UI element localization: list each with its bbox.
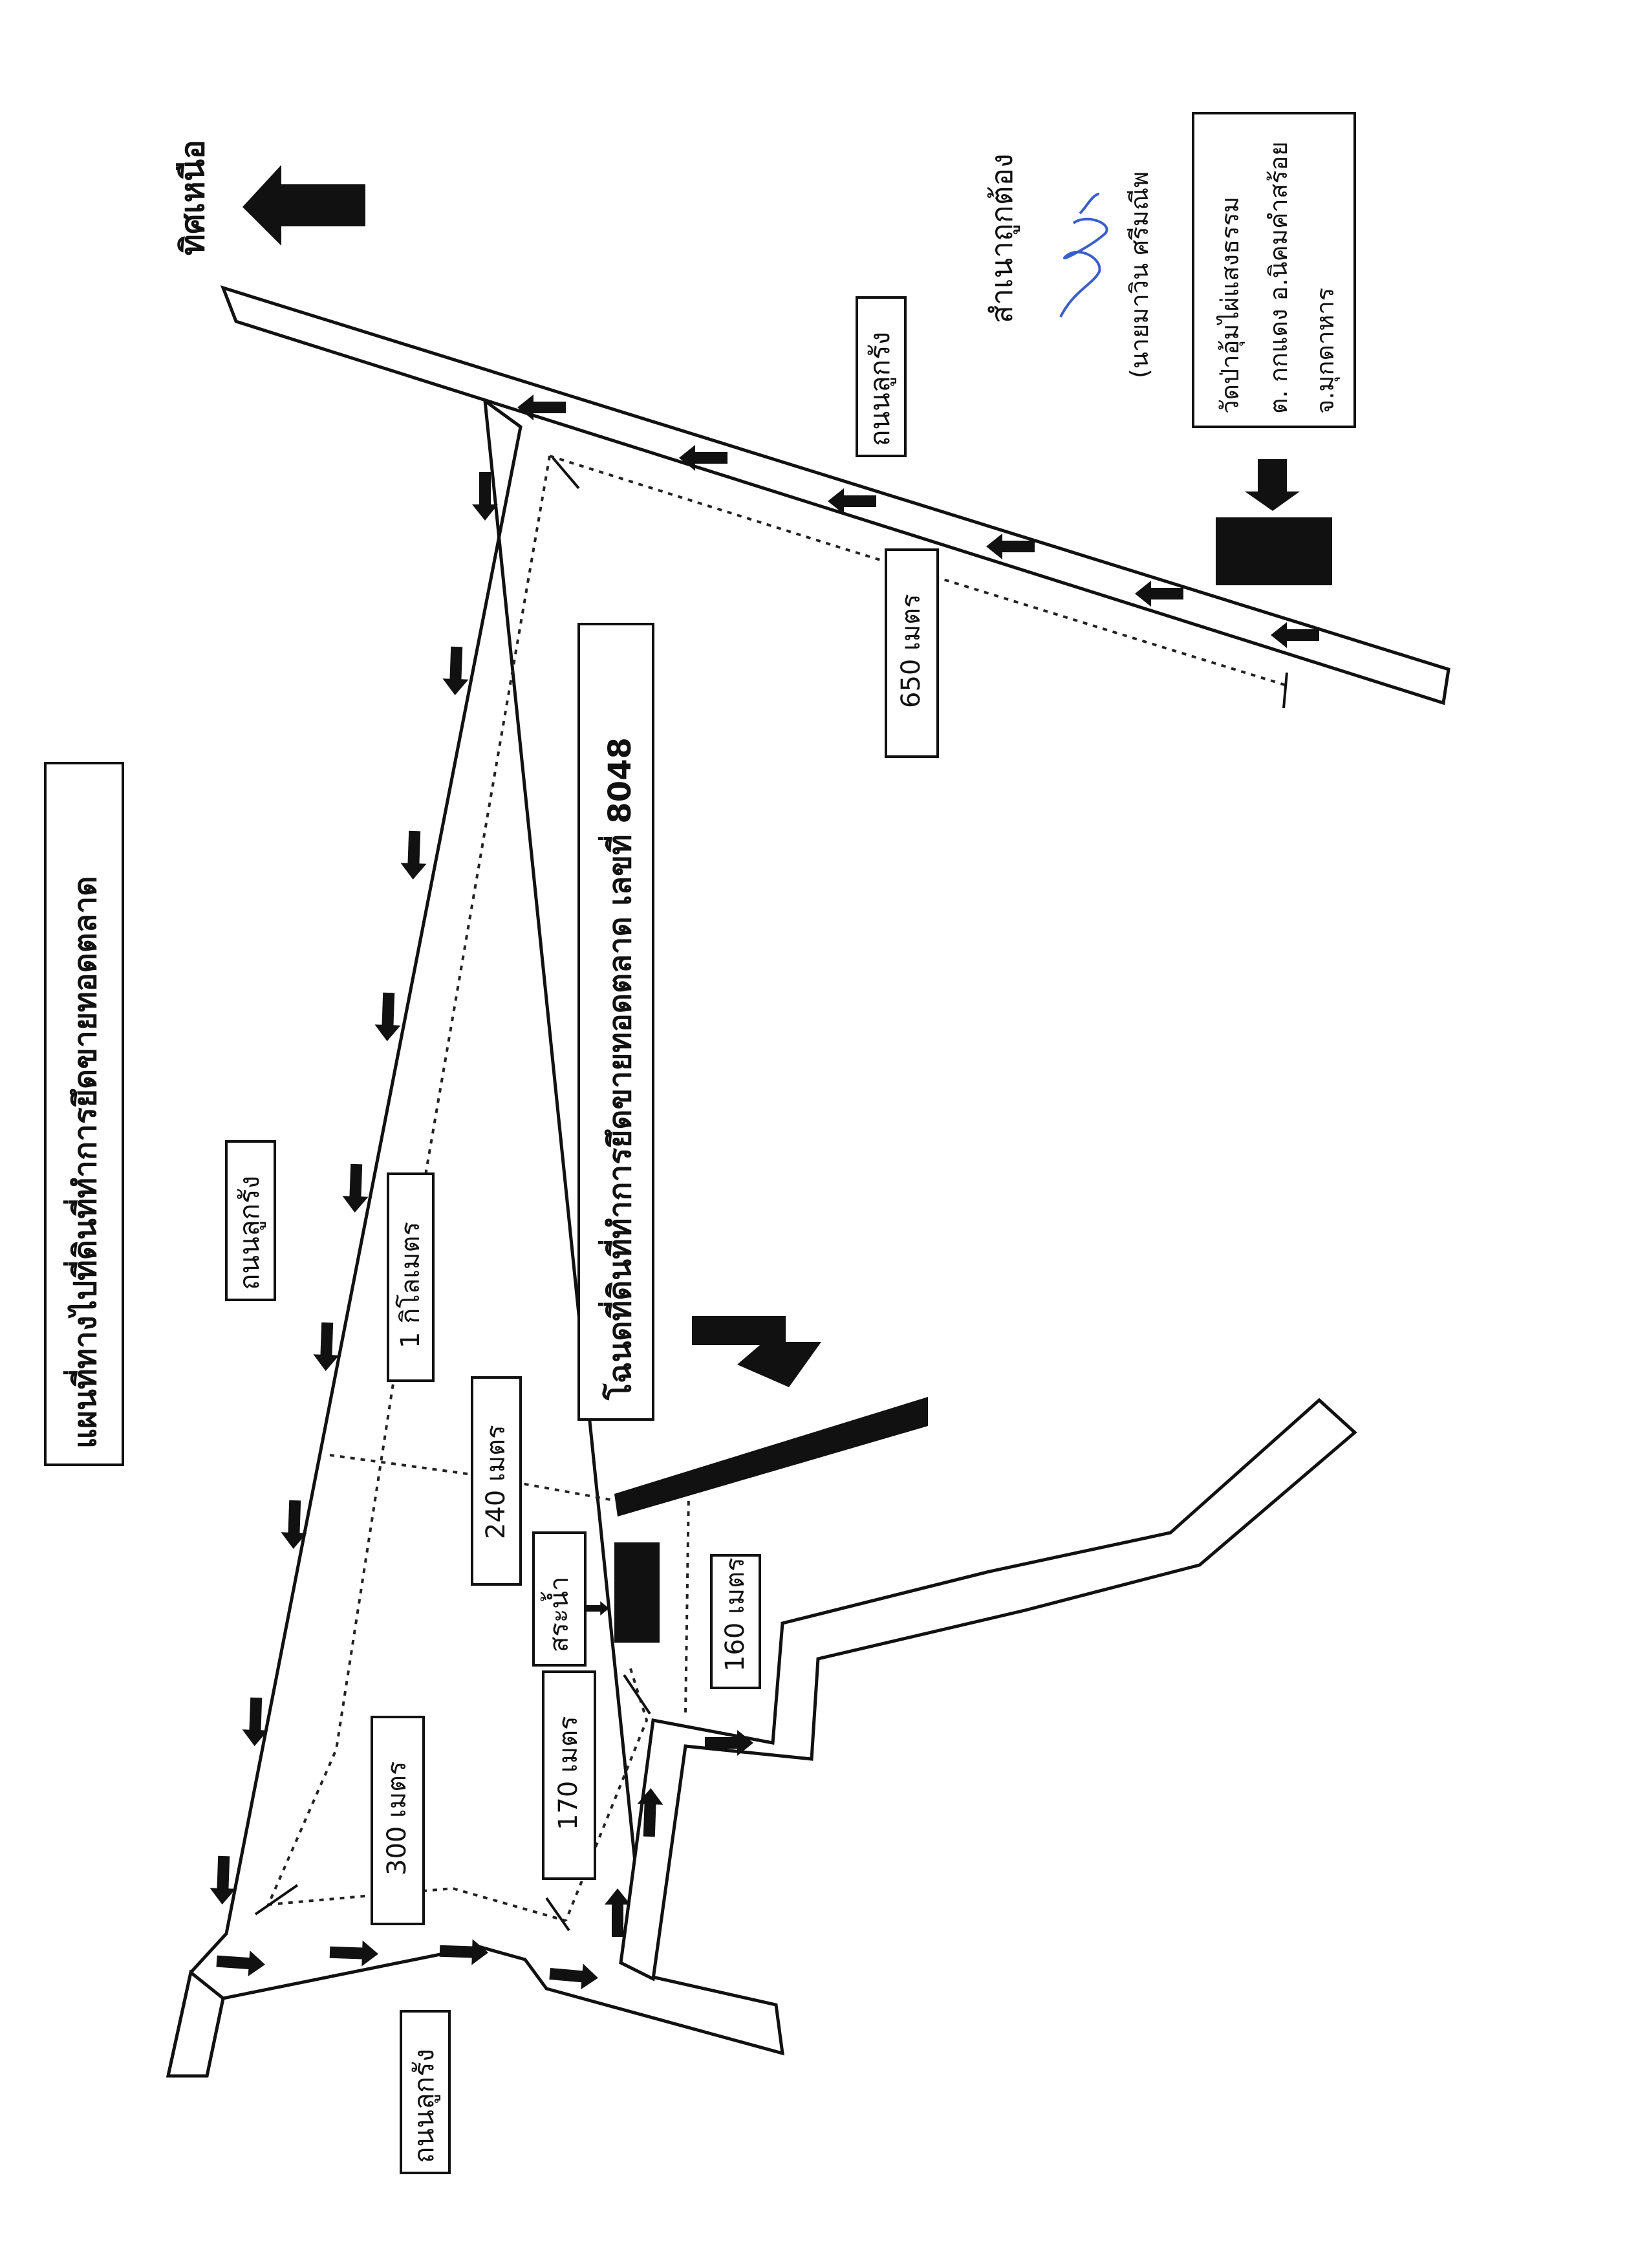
distance-box-240 [471, 1376, 522, 1586]
distance-box-170 [542, 1670, 596, 1880]
plot-title: โฉนดที่ดินที่ทำการยึดขายทอดตลาด เลขที่ 8… [598, 737, 638, 1401]
pond-block [614, 1542, 660, 1643]
boundary-dotted-right [684, 1490, 690, 1714]
arrow-right [549, 1963, 598, 1990]
arrow-left [1135, 581, 1183, 607]
distance-box-1km [387, 1172, 435, 1382]
temple-line3: จ.มุกดาหาร [1311, 288, 1340, 414]
distance-170: 170 เมตร [554, 1716, 583, 1830]
boundary-dotted-mid [329, 1454, 615, 1502]
arrow-left [679, 445, 727, 471]
road-label-top: ถนนลูกรัง [864, 332, 896, 446]
certification-stamp: สำเนาถูกต้อง (นายมาวิน ศรีมณีพ [984, 153, 1154, 378]
arrow-down [210, 1855, 236, 1905]
boundary-dotted-top [549, 455, 1288, 687]
pond-label-box [532, 1531, 587, 1667]
arrow-to-pond [582, 1601, 609, 1615]
arrow-down [281, 1500, 307, 1549]
signature-mark [1059, 193, 1108, 318]
distance-box-300 [371, 1716, 425, 1925]
title-box [44, 762, 124, 1466]
distance-box-650 [885, 548, 939, 758]
arrow-left [517, 394, 566, 420]
road-label-bottom: ถนนลูกรัง [408, 2049, 440, 2163]
certification-line2: (นายมาวิน ศรีมณีพ [1125, 171, 1154, 378]
distance-1km: 1 กิโลเมตร [396, 1222, 426, 1348]
distance-240: 240 เมตร [481, 1425, 511, 1539]
arrow-down [442, 646, 469, 695]
arrow-right [439, 1939, 488, 1965]
pond-label: สระน้ำ [540, 1577, 574, 1652]
certification-line1: สำเนาถูกต้อง [984, 153, 1020, 323]
road-bottom-stub [166, 1969, 225, 2078]
arrow-left [1271, 622, 1319, 648]
tick-mark [623, 1674, 651, 1715]
arrow-down [374, 992, 401, 1041]
road-east-winding [619, 1398, 1357, 1982]
distance-160: 160 เมตร [720, 1557, 750, 1672]
arrow-right [705, 1730, 753, 1756]
map-title: แผนที่ทางไปที่ดินที่ทำการยึดขายทอดตลาด [63, 876, 103, 1449]
plot-title-box [577, 623, 654, 1421]
arrow-left [828, 488, 876, 514]
distance-box-160 [710, 1554, 761, 1689]
arrow-up [605, 1888, 630, 1937]
temple-line2: ต. กกแดง อ.นิคมคำสร้อย [1264, 142, 1293, 414]
north-label: ทิศเหนือ [174, 140, 211, 255]
plot-pointer-arrow [692, 1316, 821, 1387]
arrow-right [329, 1940, 378, 1967]
tick-mark [545, 1897, 570, 1932]
distance-300: 300 เมตร [382, 1761, 412, 1875]
arrow-left [986, 534, 1035, 559]
arrow-down [313, 1322, 339, 1371]
road-label-mid: ถนนลูกรัง [233, 1176, 266, 1290]
boundary-dotted-outer [266, 455, 566, 1922]
tick-mark [1282, 672, 1288, 709]
tick-mark [552, 457, 580, 490]
road-label-box-mid [225, 1140, 276, 1301]
arrow-up [637, 1788, 663, 1837]
tick-mark [254, 1884, 299, 1916]
arrow-down [242, 1697, 268, 1746]
road-label-box-bottom [400, 2010, 451, 2174]
road-left-long [166, 397, 784, 2078]
road-label-box-top [856, 296, 907, 457]
plot-land-block [614, 1397, 928, 1517]
temple-line1: วัดป่าอุ้มไผ่แสงธรรม [1216, 197, 1245, 414]
distance-650: 650 เมตร [896, 594, 926, 708]
arrow-right [216, 1950, 265, 1976]
temple-pointer-arrow [1245, 459, 1300, 511]
arrow-down [342, 1163, 369, 1213]
arrow-down [472, 472, 498, 521]
arrow-down [400, 830, 427, 880]
north-arrow-icon [242, 165, 365, 246]
temple-box [1192, 112, 1356, 428]
temple-block [1216, 517, 1332, 585]
